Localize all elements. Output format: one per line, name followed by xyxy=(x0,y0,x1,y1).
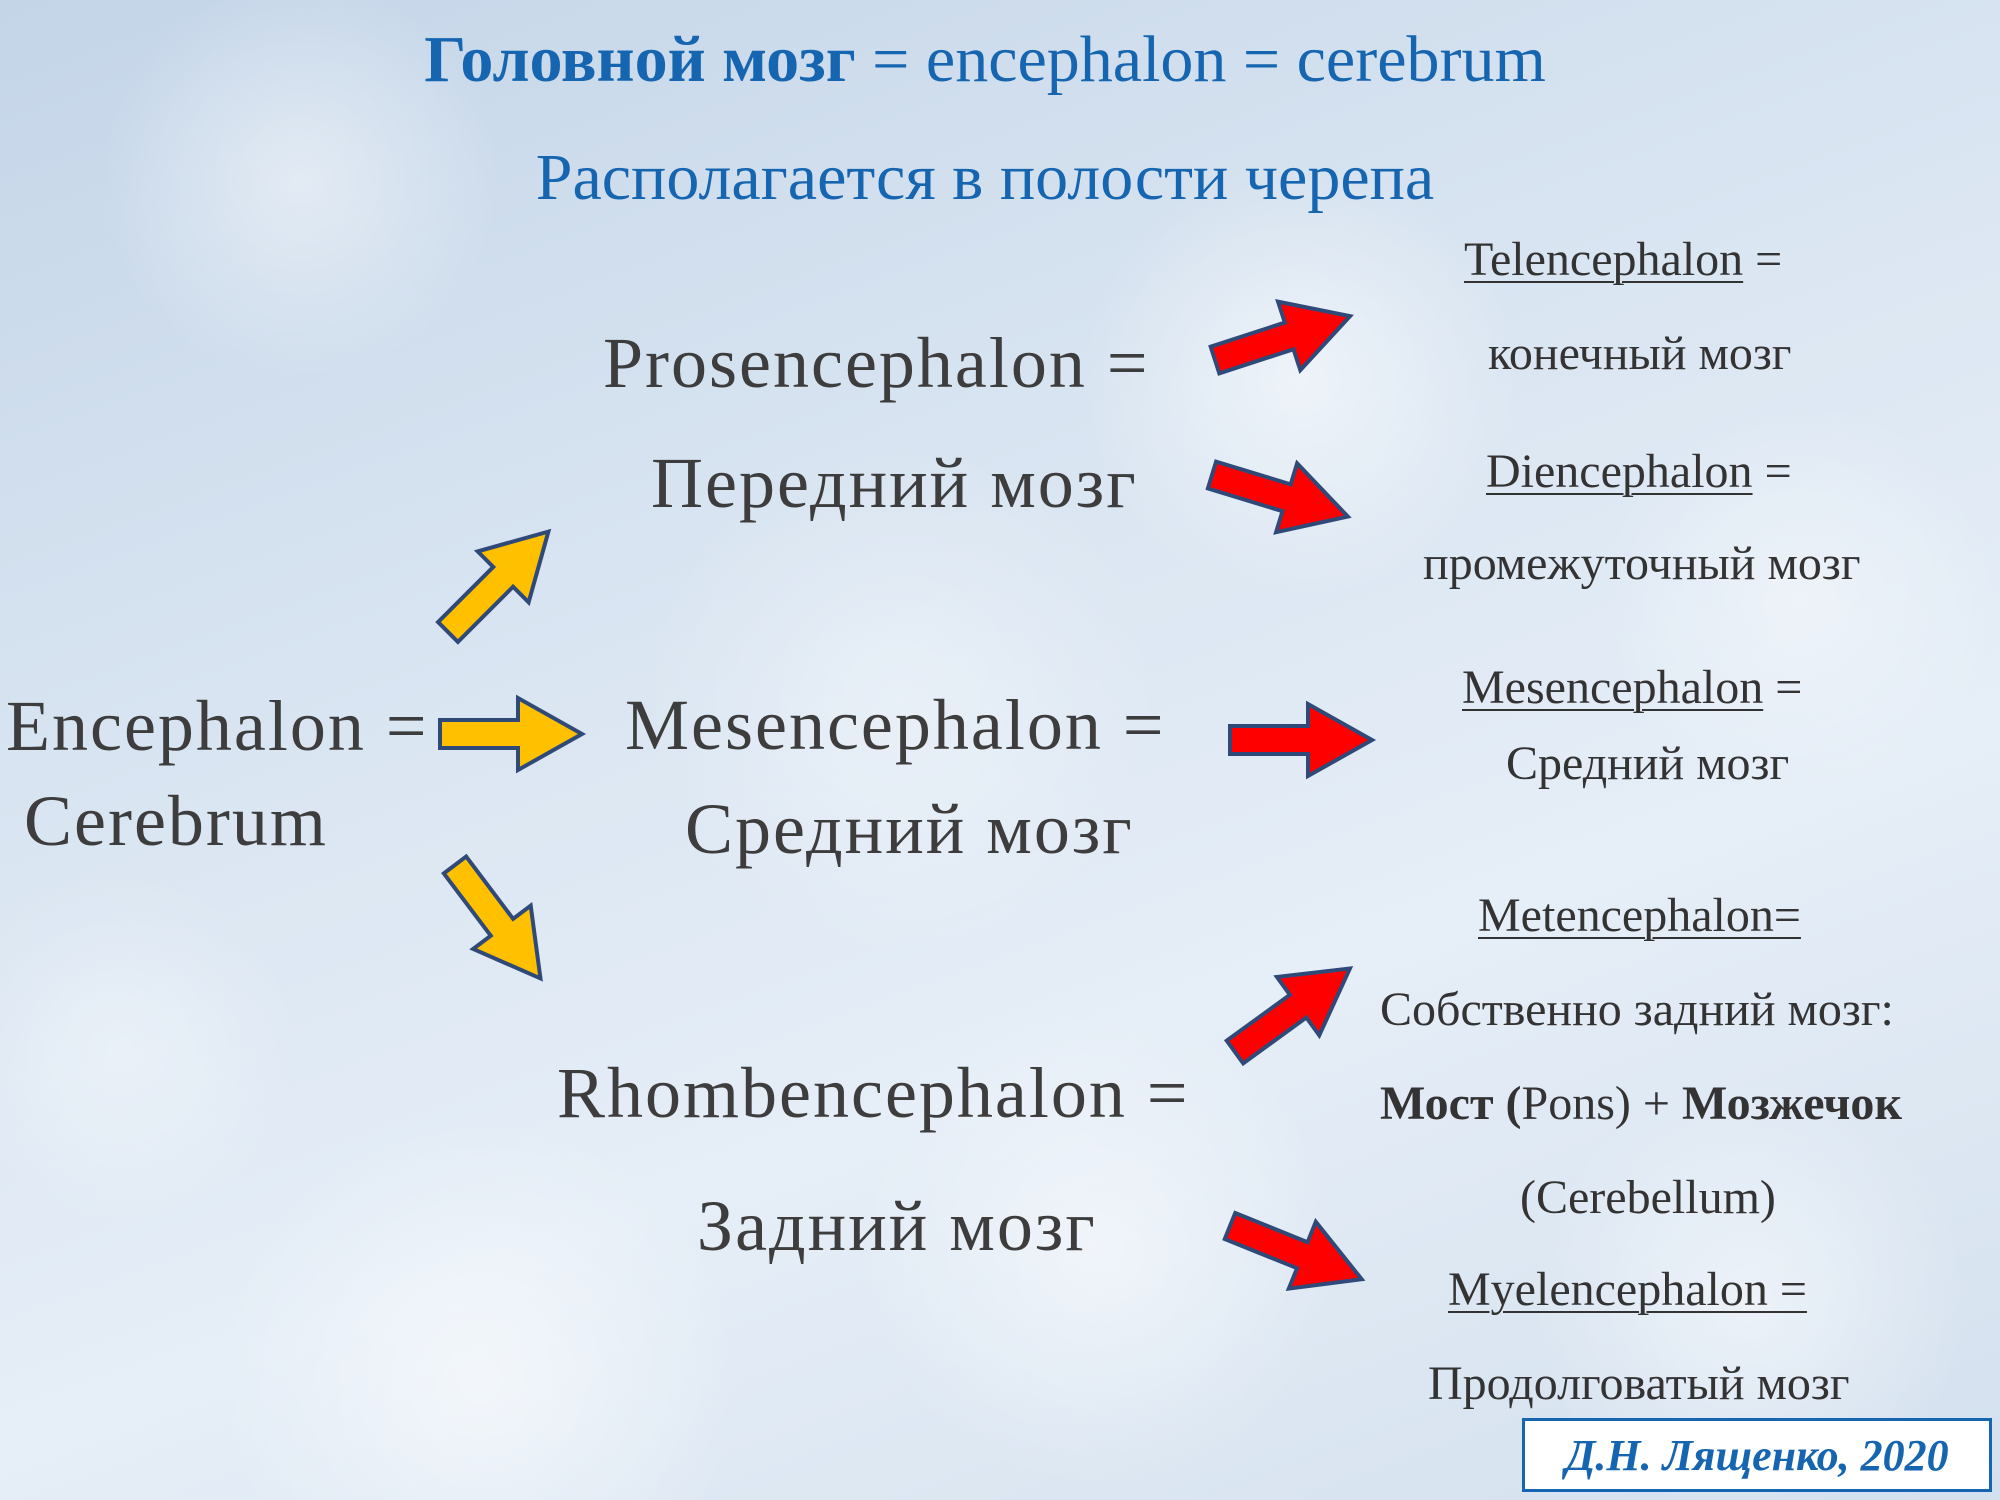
mesencephalon-desc: Средний мозг xyxy=(685,789,1134,869)
red-arrow-metencephalon-icon xyxy=(1214,939,1371,1081)
diencephalon-desc: промежуточный мозг xyxy=(1423,537,1861,590)
yellow-arrow-up-icon xyxy=(423,506,574,657)
title-rest: = encephalon = cerebrum xyxy=(855,23,1546,96)
prosencephalon-term: Prosencephalon = xyxy=(603,323,1150,403)
telencephalon-term: Telencephalon = xyxy=(1464,233,1783,286)
red-arrow-telencephalon-icon xyxy=(1201,279,1364,397)
root-line2: Cerebrum xyxy=(24,781,328,861)
rhombencephalon-term: Rhombencephalon = xyxy=(557,1053,1190,1133)
myelencephalon-term: Myelencephalon = xyxy=(1448,1263,1807,1316)
yellow-arrow-right-icon xyxy=(438,696,584,772)
yellow-arrow-down-icon xyxy=(424,841,572,1003)
root-line1: Encephalon = xyxy=(6,686,429,766)
metencephalon-desc: Собственно задний мозг: xyxy=(1380,983,1894,1036)
red-arrow-mesencephalon-icon xyxy=(1228,702,1374,778)
red-arrow-diencephalon-icon xyxy=(1199,438,1361,553)
myelencephalon-desc: Продолговатый мозг xyxy=(1428,1357,1850,1410)
rhombencephalon-desc: Задний мозг xyxy=(697,1186,1097,1266)
telencephalon-desc: конечный мозг xyxy=(1488,327,1792,380)
author-signature: Д.Н. Лященко, 2020 xyxy=(1522,1418,1992,1492)
mesencephalon-right-desc: Средний мозг xyxy=(1506,737,1790,790)
pons-cerebellum: Мост (Pons) + Мозжечок xyxy=(1380,1077,1903,1130)
prosencephalon-desc: Передний мозг xyxy=(651,443,1138,523)
slide-subtitle: Располагается в полости черепа xyxy=(535,141,1435,214)
red-arrow-myelencephalon-icon xyxy=(1214,1190,1378,1315)
slide-title: Головной мозг = encephalon = cerebrum xyxy=(0,22,1970,98)
metencephalon-term: Metencephalon= xyxy=(1478,889,1801,942)
diencephalon-term: Diencephalon = xyxy=(1486,445,1792,498)
mesencephalon-right-term: Mesencephalon = xyxy=(1462,661,1803,714)
title-bold-part: Головной мозг xyxy=(424,23,856,96)
mesencephalon-term: Mesencephalon = xyxy=(625,685,1166,765)
cerebellum-latin: (Cerebellum) xyxy=(1520,1171,1776,1224)
